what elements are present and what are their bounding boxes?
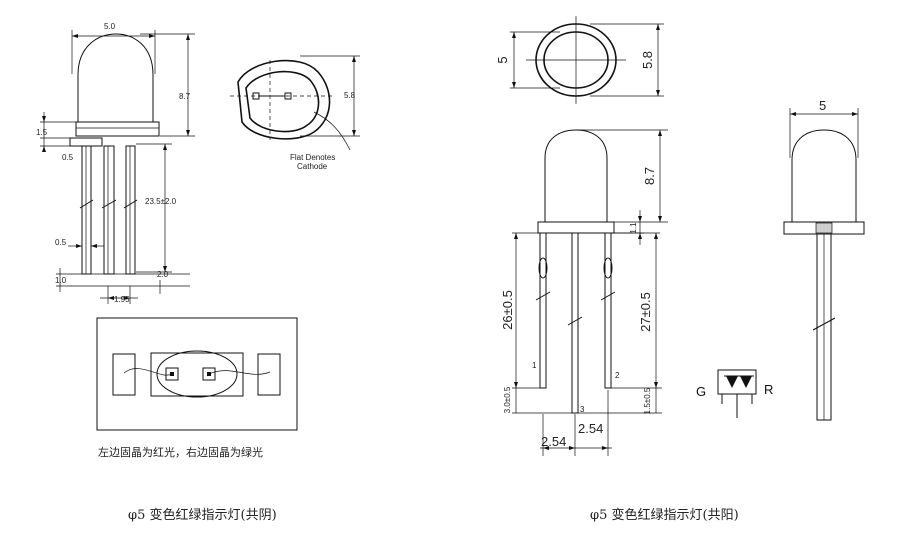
dim-pitch-right: 2.54 xyxy=(578,421,603,436)
pin-label-3: 3 xyxy=(580,405,585,414)
dim-lead-width: 0.5 xyxy=(55,238,67,247)
right-led-side-view xyxy=(512,129,668,456)
dim-pitch: 1.95 xyxy=(114,295,130,304)
pin-label-2: 2 xyxy=(615,371,620,380)
dim-top-inner: 5 xyxy=(495,56,510,63)
dim-height: 8.7 xyxy=(179,92,191,101)
diode-symbol xyxy=(717,369,757,418)
dim-lead-left: 26±0.5 xyxy=(500,290,515,330)
dim-pitch-left: 2.54 xyxy=(541,434,566,449)
dim-side-width: 5 xyxy=(819,98,826,113)
dim-lead-length: 23.5±2.0 xyxy=(145,197,177,206)
dim-width: 5.0 xyxy=(104,22,116,31)
dim-top-outer: 5.8 xyxy=(640,51,655,69)
right-title: φ5 变色红绿指示灯(共阳) xyxy=(590,507,739,523)
chip-layout-view xyxy=(96,317,298,431)
dim-lead-bottom: 3.0±0.5 xyxy=(503,386,512,413)
dim-span: 2.0 xyxy=(157,270,169,279)
left-led-side-view xyxy=(40,30,195,304)
right-led-top-view xyxy=(510,16,664,104)
dim-collar-right: 1.1 xyxy=(629,222,638,234)
dim-lead-mid: 27±0.5 xyxy=(638,292,653,332)
dim-top-diameter: 5.8 xyxy=(344,91,356,100)
symbol-label-r: R xyxy=(764,382,773,397)
flat-note-line2: Cathode xyxy=(297,162,328,171)
dim-height-right: 8.7 xyxy=(642,167,657,185)
dim-collar-small: 0.5 xyxy=(62,153,74,162)
right-led-profile-view xyxy=(783,108,865,421)
symbol-label-g: G xyxy=(696,384,706,399)
left-title: φ5 变色红绿指示灯(共阴) xyxy=(128,507,277,523)
chip-caption: 左边固晶为红光，右边固晶为绿光 xyxy=(98,445,263,459)
dim-lead-right-bottom: 1.5±0.5 xyxy=(643,387,652,414)
flat-note-line1: Flat Denotes xyxy=(290,153,335,162)
pin-label-1: 1 xyxy=(532,361,537,370)
dim-lead-end: 1.0 xyxy=(55,276,67,285)
dim-collar: 1.5 xyxy=(36,128,48,137)
left-led-top-view xyxy=(230,55,360,151)
